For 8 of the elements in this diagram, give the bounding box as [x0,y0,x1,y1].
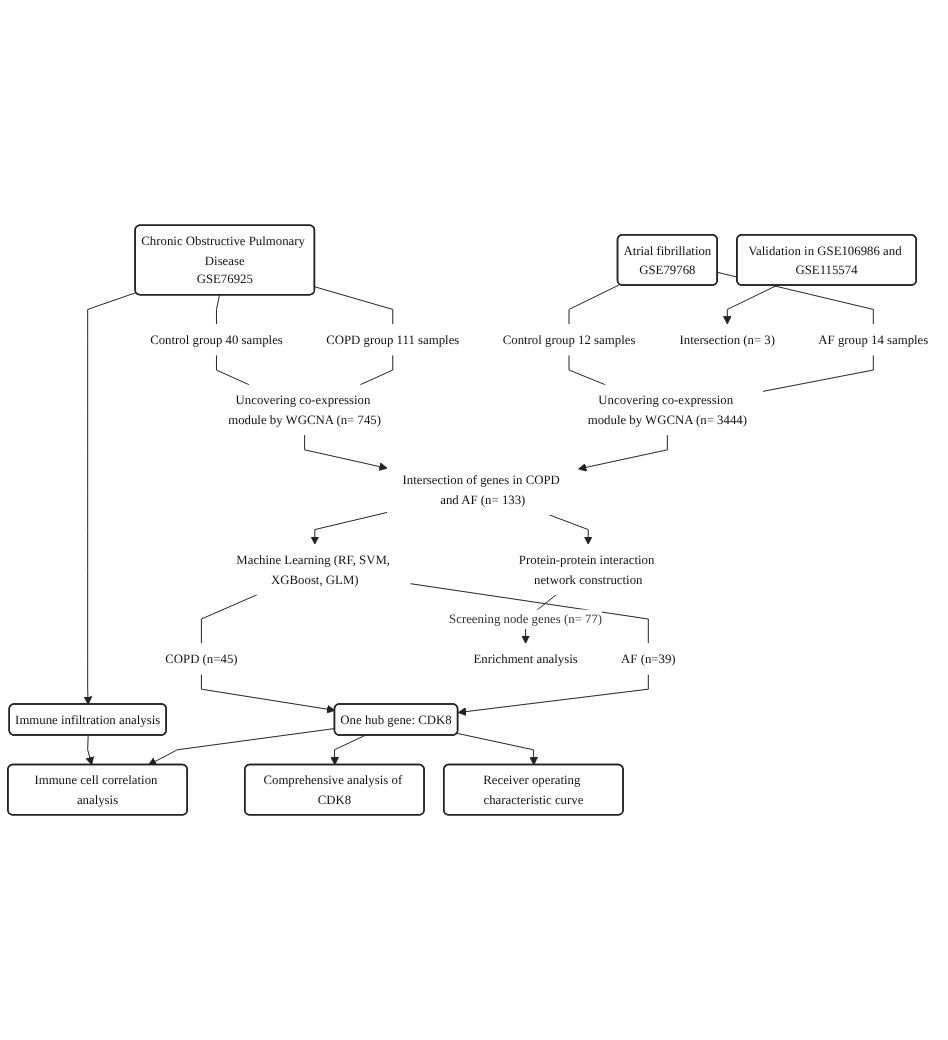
connector [762,354,874,392]
connector [568,284,621,325]
connector [216,354,250,386]
connector [216,294,220,325]
connector [359,354,394,386]
connector [314,286,394,325]
connector [568,354,606,386]
connector [200,594,258,644]
